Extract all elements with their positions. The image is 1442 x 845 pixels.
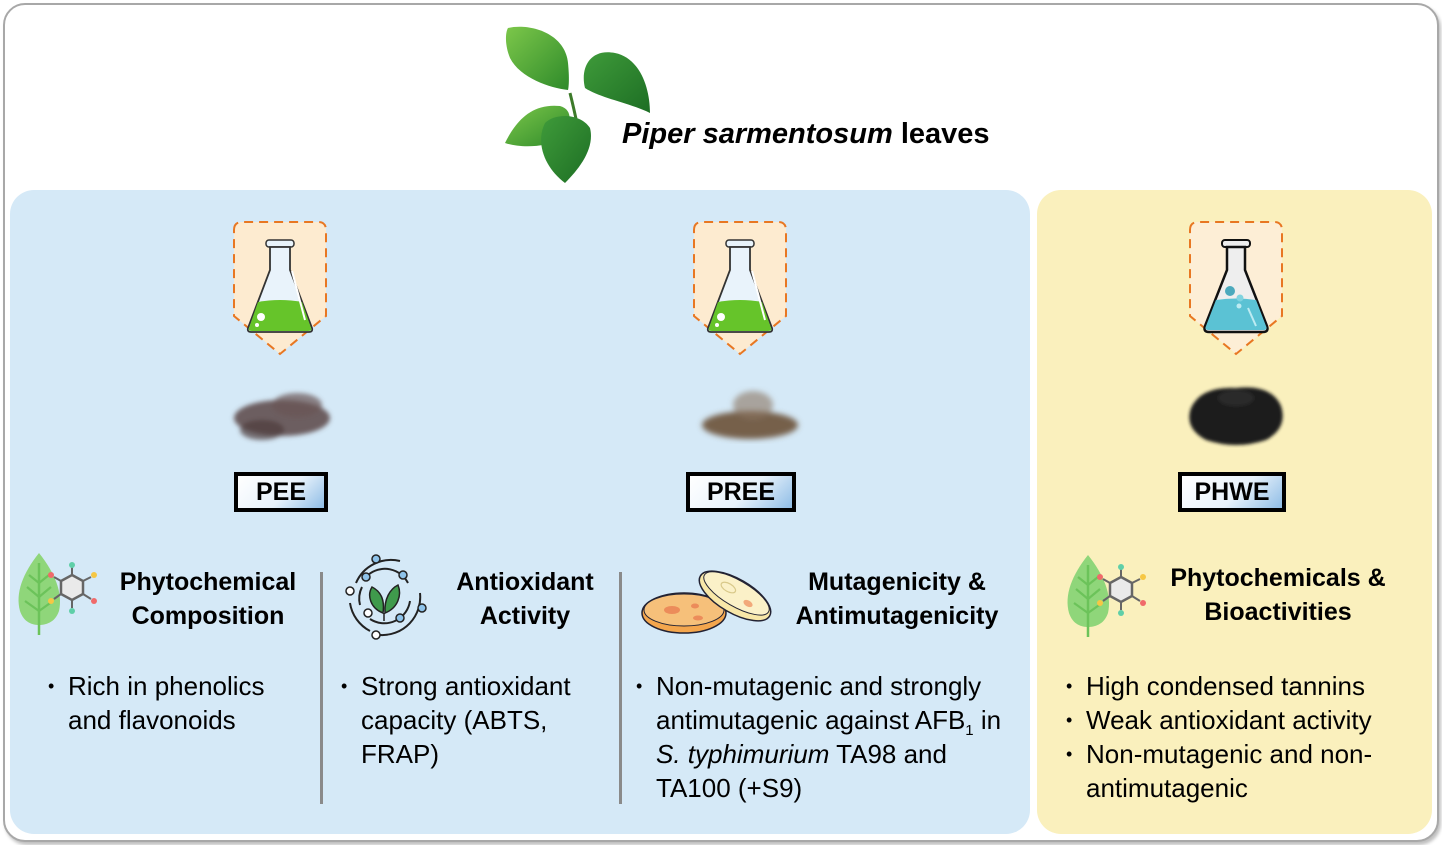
bullets-phwe: High condensed tannins Weak antioxidant …: [1066, 669, 1416, 805]
leaf-molecule-icon: [18, 553, 97, 635]
species-name: S. typhimurium: [656, 739, 830, 769]
bullets-phytochemical: Rich in phenolics and flavonoids: [48, 669, 313, 737]
flask-icon: [1203, 239, 1269, 334]
extract-label-pee: PEE: [234, 472, 328, 512]
bullet-item: High condensed tannins: [1066, 669, 1416, 703]
species-name: Piper sarmentosum: [622, 118, 893, 150]
flask-badge-phwe: [1189, 221, 1283, 356]
figure-title: Piper sarmentosum leaves: [622, 118, 990, 151]
flask-icon: [706, 239, 774, 333]
section-title-phytochemical: Phytochemical Composition: [119, 568, 297, 630]
section-divider: [619, 572, 622, 804]
bullet-item: Non-mutagenic and non-antimutagenic: [1066, 737, 1416, 805]
section-divider: [320, 572, 323, 804]
petri-dish-icon: [641, 570, 772, 634]
section-title-mutagenicity: Mutagenicity & Antimutagenicity: [795, 568, 999, 630]
powder-phwe: [1189, 387, 1283, 445]
section-title-phwe: Phytochemicals & Bioactivities: [1170, 564, 1386, 626]
powder-pree: [702, 391, 798, 439]
bullets-antioxidant: Strong antioxidant capacity (ABTS, FRAP): [341, 669, 611, 771]
leaf-molecule-icon: [1067, 555, 1146, 637]
bullets-mutagenicity: Non-mutagenic and strongly antimutagenic…: [636, 669, 1026, 805]
leaves-image: [505, 26, 650, 183]
subscript: 1: [965, 722, 974, 739]
bullet-text: in: [973, 705, 1002, 735]
flask-badge-pee: [233, 221, 327, 356]
extract-label-phwe: PHWE: [1178, 472, 1286, 512]
title-suffix: leaves: [892, 118, 990, 150]
extract-label-pree: PREE: [686, 472, 796, 512]
antioxidant-orbit-leaf-icon: [345, 554, 427, 640]
powder-pee: [234, 393, 330, 440]
bullet-text: TA98 and TA100 (+S9): [656, 739, 947, 803]
flask-icon: [246, 239, 314, 333]
bullet-text: Non-mutagenic and strongly antimutagenic…: [656, 671, 982, 735]
section-title-antioxidant: Antioxidant Activity: [456, 568, 594, 630]
bullet-item: Rich in phenolics and flavonoids: [48, 669, 313, 737]
flask-badge-pree: [693, 221, 787, 356]
bullet-item: Strong antioxidant capacity (ABTS, FRAP): [341, 669, 611, 771]
bullet-item: Non-mutagenic and strongly antimutagenic…: [636, 669, 1026, 805]
bullet-item: Weak antioxidant activity: [1066, 703, 1416, 737]
